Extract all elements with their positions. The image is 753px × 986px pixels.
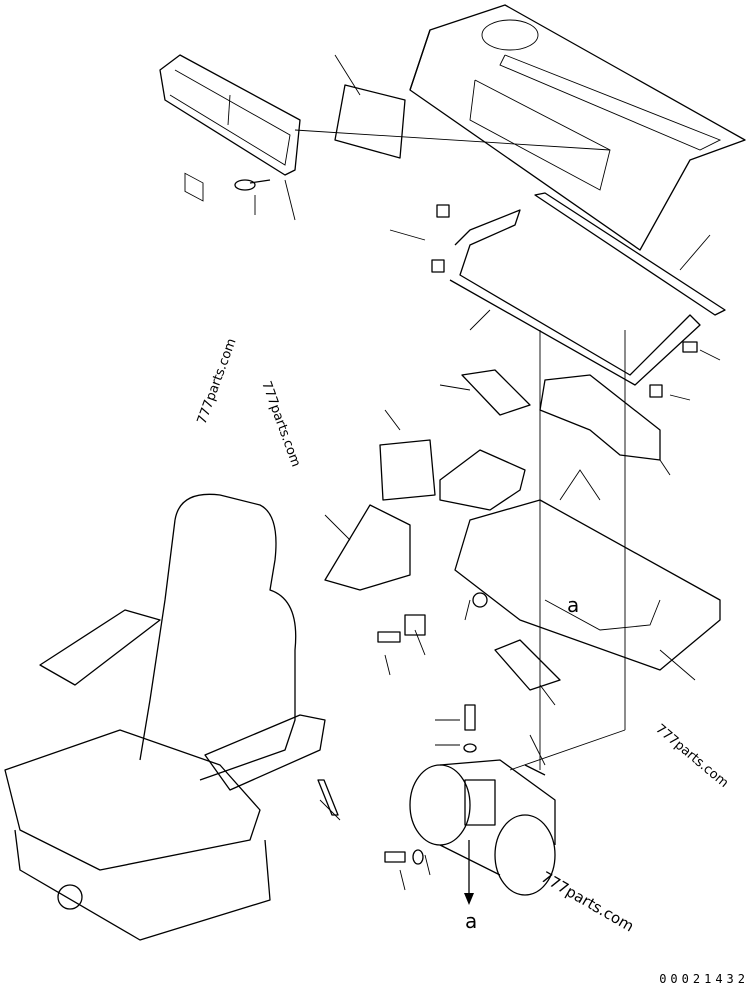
watermark: 777parts.com <box>652 722 731 791</box>
watermark: 777parts.com <box>538 868 637 936</box>
heater-case-part <box>439 449 721 671</box>
seat-part <box>4 493 339 941</box>
vent-grille-part <box>159 54 301 202</box>
wing-screw-part <box>234 179 271 191</box>
bolt-parts <box>377 592 546 865</box>
duct-cover-part <box>409 4 746 251</box>
gasket-part <box>494 639 561 691</box>
leader-lines <box>254 54 721 891</box>
filter-part <box>334 84 406 159</box>
wedge-pad-part <box>324 504 411 591</box>
blower-motor-part <box>409 759 556 905</box>
reference-label-a-top: a <box>567 593 579 617</box>
reference-label-a-bottom: a <box>465 909 477 933</box>
watermark: 777parts.com <box>258 379 303 469</box>
watermark: 777parts.com <box>195 337 240 427</box>
drawing-number: 00021432 <box>659 972 749 986</box>
panel-part <box>379 439 436 501</box>
seal-parts <box>431 192 726 461</box>
